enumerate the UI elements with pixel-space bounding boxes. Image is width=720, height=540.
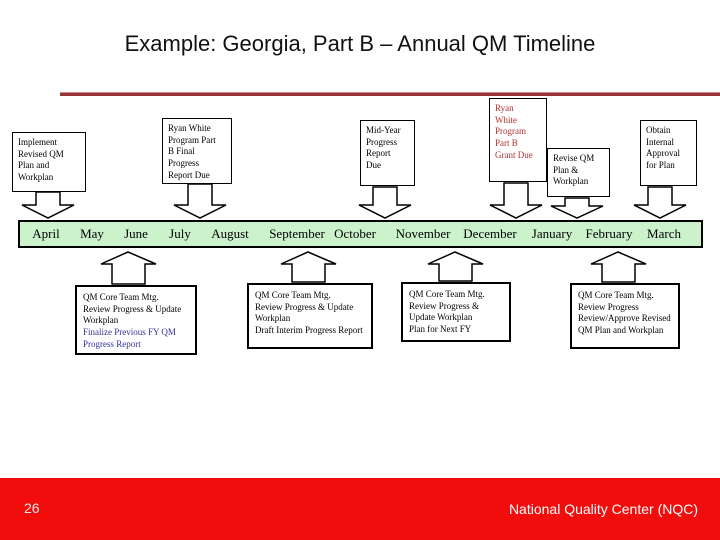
up-arrow-2 — [280, 251, 337, 283]
month-label-april: April — [32, 226, 60, 241]
top-event-box-revise-plan: Revise QM Plan & Workplan — [547, 148, 610, 197]
month-label-january: January — [531, 226, 573, 241]
bottom-event-text: QM Core Team Mtg. Review Progress Review… — [578, 290, 671, 336]
bottom-event-text: QM Core Team Mtg. Review Progress & Upda… — [255, 290, 363, 336]
bottom-event-text: QM Core Team Mtg. Review Progress & Upda… — [83, 292, 182, 326]
up-arrow-4 — [590, 251, 647, 283]
month-label-november: November — [395, 226, 451, 241]
top-event-box-mid-year-report: Mid-Year Progress Report Due — [360, 120, 415, 186]
timeline-month-bar: April May June July August September Oct… — [18, 220, 703, 248]
top-event-box-internal-approval: Obtain Internal Approval for Plan — [640, 120, 697, 186]
bottom-event-box-approve-revised-plan: QM Core Team Mtg. Review Progress Review… — [570, 283, 680, 349]
month-label-march: March — [647, 226, 681, 241]
month-label-june: June — [124, 226, 148, 241]
top-event-text: Obtain Internal Approval for Plan — [646, 125, 680, 171]
title-underline — [60, 92, 720, 96]
top-event-text: Implement Revised QM Plan and Workplan — [18, 137, 64, 183]
month-label-may: May — [80, 226, 104, 241]
month-label-august: August — [211, 226, 249, 241]
bottom-event-box-finalize-fy-report: QM Core Team Mtg. Review Progress & Upda… — [75, 285, 197, 355]
top-event-box-grant-due: Ryan White Program Part B Grant Due — [489, 98, 547, 182]
month-label-september: September — [269, 226, 325, 241]
month-label-february: February — [585, 226, 633, 241]
bottom-event-text-blue: Finalize Previous FY QM Progress Report — [83, 327, 176, 349]
up-arrow-1 — [100, 251, 157, 285]
top-event-text: Mid-Year Progress Report Due — [366, 125, 401, 171]
top-event-text-red: Ryan White Program Part B Grant Due — [495, 103, 533, 160]
slide-title: Example: Georgia, Part B – Annual QM Tim… — [124, 31, 596, 56]
up-arrow-3 — [427, 251, 484, 282]
down-arrow-1 — [21, 191, 75, 219]
down-arrow-4 — [489, 182, 543, 219]
month-label-july: July — [169, 226, 191, 241]
footer-bar: 26 National Quality Center (NQC) — [0, 478, 720, 540]
top-event-box-implement-revised-plan: Implement Revised QM Plan and Workplan — [12, 132, 86, 192]
month-label-october: October — [334, 226, 376, 241]
top-event-text: Revise QM Plan & Workplan — [553, 153, 595, 187]
down-arrow-3 — [358, 186, 412, 219]
down-arrow-5 — [550, 197, 604, 219]
page-number: 26 — [24, 500, 40, 516]
bottom-event-box-plan-next-fy: QM Core Team Mtg. Review Progress & Upda… — [401, 282, 511, 342]
footer-title: National Quality Center (NQC) — [508, 501, 698, 517]
down-arrow-2 — [173, 183, 227, 219]
down-arrow-6 — [633, 186, 687, 219]
top-event-box-final-progress-report: Ryan White Program Part B Final Progress… — [162, 118, 232, 184]
month-label-december: December — [463, 226, 517, 241]
bottom-event-text: QM Core Team Mtg. Review Progress & Upda… — [409, 289, 485, 335]
top-event-text: Ryan White Program Part B Final Progress… — [168, 123, 216, 180]
bottom-event-box-draft-interim-report: QM Core Team Mtg. Review Progress & Upda… — [247, 283, 373, 349]
